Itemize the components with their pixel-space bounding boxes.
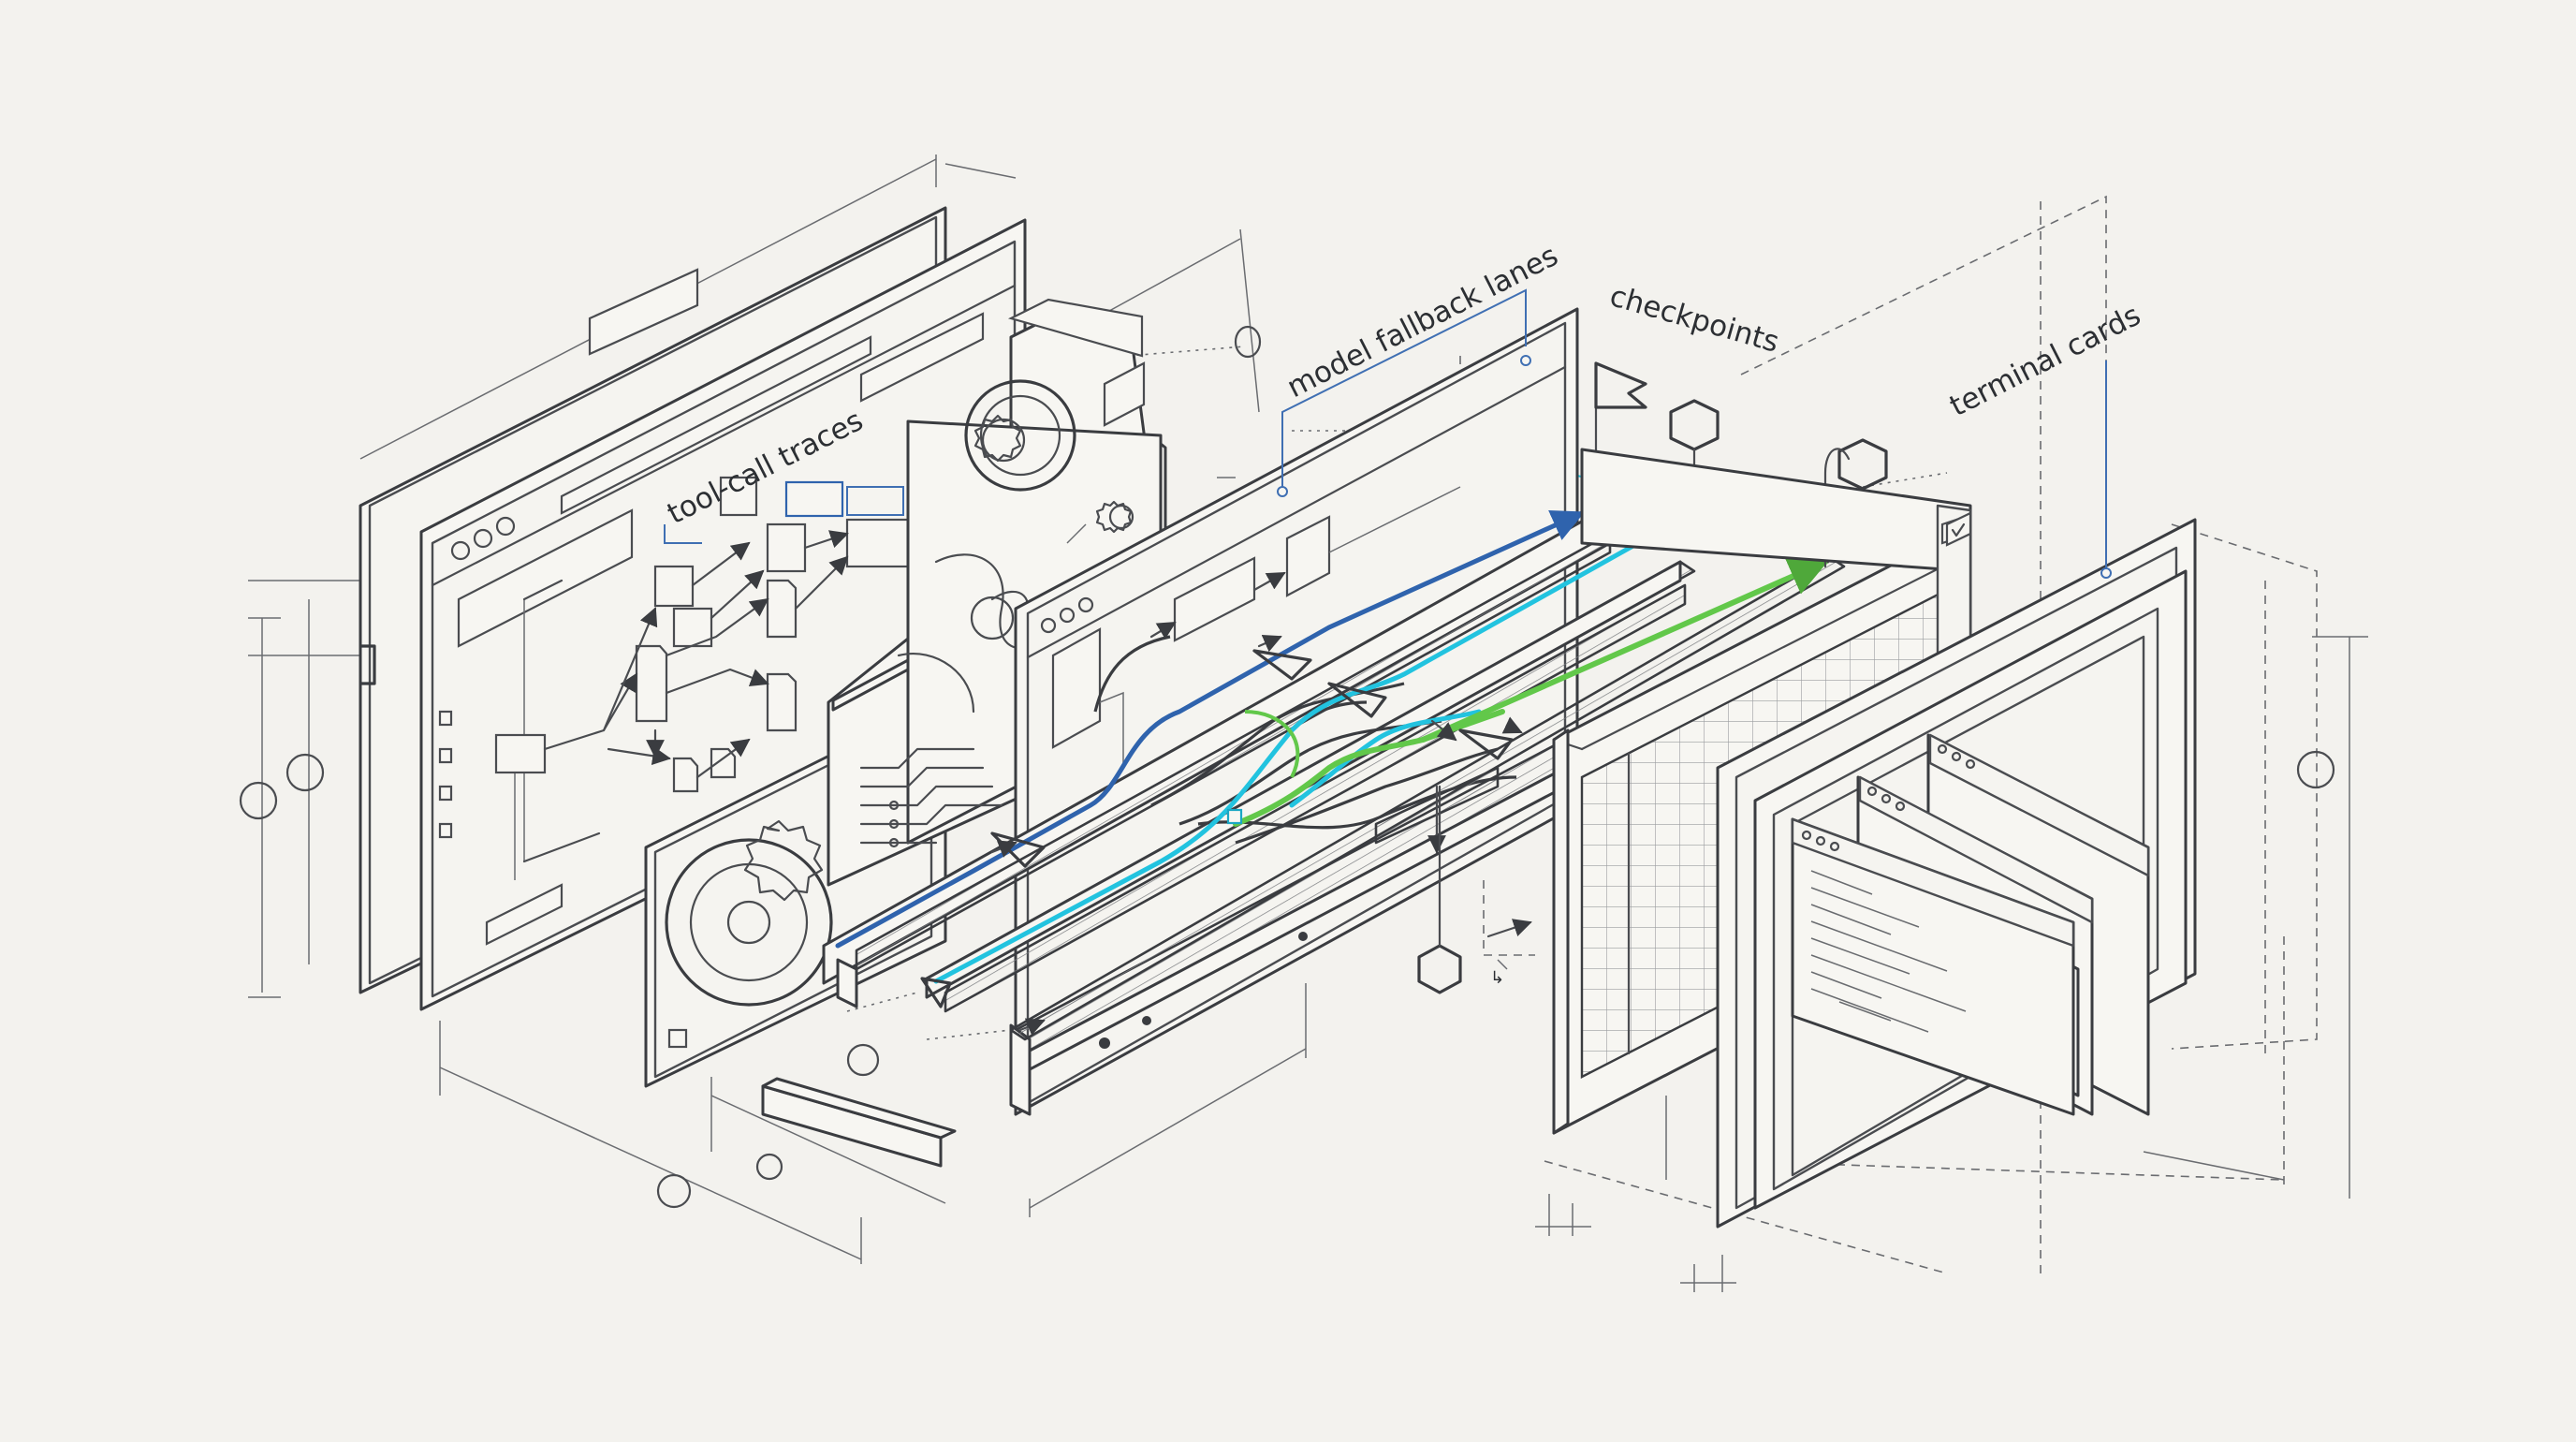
document-icon	[635, 579, 798, 793]
svg-text:↳: ↳	[1490, 968, 1504, 988]
window-dots-icon	[1040, 596, 1094, 634]
gear-icon	[964, 379, 1076, 492]
gear-icon	[665, 819, 833, 1007]
dimension-markers	[239, 325, 2335, 1209]
layer-right-edge	[1945, 511, 1972, 547]
window-dots-icon	[450, 516, 516, 561]
terminal-cards	[1791, 733, 2150, 1116]
layer-tool-call-traces-window	[419, 218, 1027, 1011]
terminal-card-front	[1791, 817, 2080, 1116]
base-bar	[761, 1077, 957, 1168]
gear-icon	[1095, 500, 1134, 534]
callouts	[664, 288, 2112, 579]
terminal-text-lines	[1810, 870, 1967, 1033]
fallback-lanes: ↳	[822, 504, 1846, 1116]
label-terminal-cards: terminal cards	[1944, 299, 2145, 424]
label-checkpoints: checkpoints	[1606, 279, 1783, 360]
flag-icon	[1594, 361, 1647, 409]
